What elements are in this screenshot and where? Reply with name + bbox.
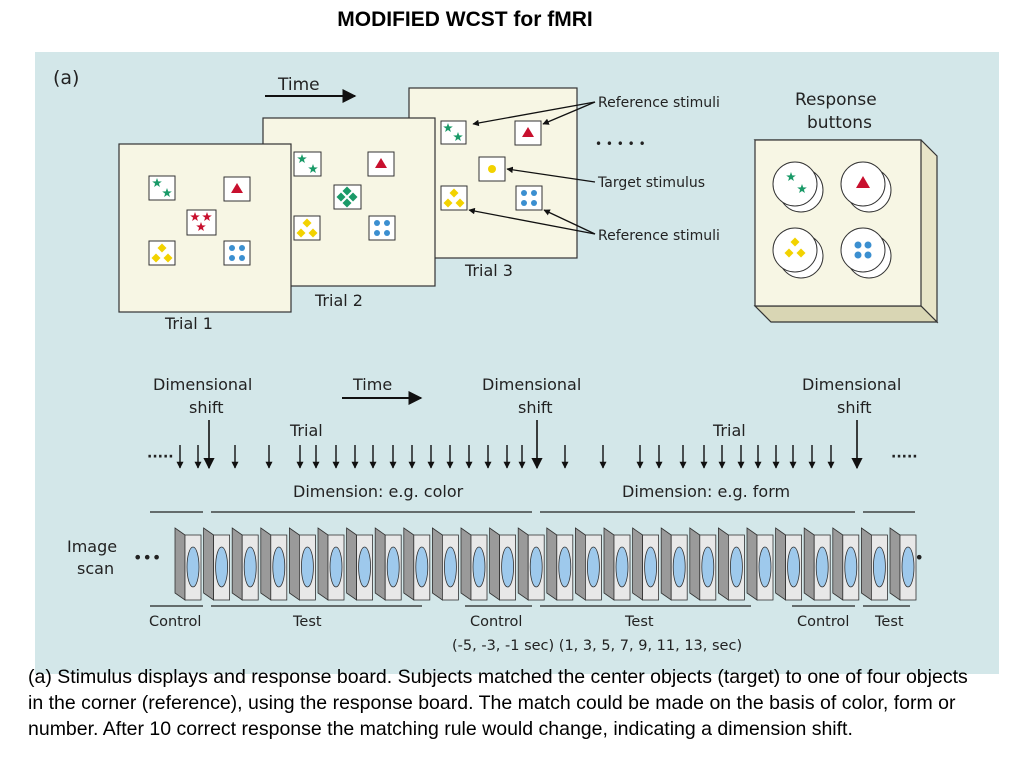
scan-frame bbox=[832, 527, 860, 601]
scan-frame bbox=[889, 527, 917, 601]
phase-control-2: Control bbox=[470, 614, 522, 630]
trial-3-diamond-card bbox=[440, 185, 468, 211]
scan-frame bbox=[489, 527, 517, 601]
caption: (a) Stimulus displays and response board… bbox=[28, 666, 968, 740]
shift-label-1a: Dimensional bbox=[153, 375, 252, 394]
annotation-arrows bbox=[468, 101, 596, 235]
phase-test-2: Test bbox=[624, 614, 654, 630]
scan-frame bbox=[603, 527, 631, 601]
dimension-form-label: Dimension: e.g. form bbox=[622, 482, 790, 501]
trial-1-card bbox=[118, 143, 292, 313]
ellipsis-more-trials: • • • • • bbox=[595, 137, 646, 151]
phase-test-1: Test bbox=[292, 614, 322, 630]
trial-2-diamond-card bbox=[293, 215, 321, 241]
trial-3-dots-card bbox=[515, 185, 543, 211]
annotation-reference-top: Reference stimuli bbox=[598, 95, 720, 111]
phase-test-3: Test bbox=[874, 614, 904, 630]
trial-1-diamond-card bbox=[148, 240, 176, 266]
scan-frame bbox=[317, 527, 345, 601]
trial-label-left: Trial bbox=[289, 421, 323, 440]
trial-2-triangle-card bbox=[367, 151, 395, 177]
scan-frame bbox=[431, 527, 459, 601]
timeline-dots-left: ····· bbox=[147, 449, 174, 465]
shift-label-1b: shift bbox=[189, 398, 224, 417]
scan-frame bbox=[546, 527, 574, 601]
shift-label-3a: Dimensional bbox=[802, 375, 901, 394]
trial-label-right: Trial bbox=[712, 421, 746, 440]
scan-frames bbox=[174, 527, 917, 601]
scan-frame bbox=[632, 527, 659, 601]
response-button-stars[interactable] bbox=[772, 161, 824, 213]
scan-frame bbox=[718, 527, 745, 601]
time-label-top: Time bbox=[277, 75, 320, 95]
scan-frame bbox=[660, 527, 688, 601]
response-button-triangle[interactable] bbox=[840, 161, 892, 213]
annotation-reference-bottom: Reference stimuli bbox=[598, 228, 720, 244]
wcst-diagram: (a) Time Trial 3 bbox=[35, 52, 999, 674]
page-title: MODIFIED WCST for fMRI bbox=[337, 8, 593, 31]
response-button-dots[interactable] bbox=[840, 227, 892, 279]
scan-frame bbox=[575, 527, 602, 601]
trial-1-star-card bbox=[148, 175, 176, 201]
time-label-timeline: Time bbox=[352, 375, 392, 394]
shift-label-2b: shift bbox=[518, 398, 553, 417]
scan-frame bbox=[517, 527, 545, 601]
scan-frame bbox=[374, 527, 402, 601]
shift-label-3b: shift bbox=[837, 398, 872, 417]
trial-1-label: Trial 1 bbox=[164, 314, 213, 333]
scan-frame bbox=[403, 527, 431, 601]
scan-frame bbox=[689, 527, 717, 601]
phase-control-3: Control bbox=[797, 614, 849, 630]
scan-frame bbox=[260, 527, 288, 601]
dimension-color-label: Dimension: e.g. color bbox=[293, 482, 464, 501]
scan-frame bbox=[288, 527, 316, 601]
trial-2-label: Trial 2 bbox=[314, 291, 363, 310]
scan-frame bbox=[775, 527, 802, 601]
image-scan-label-1: Image bbox=[67, 537, 117, 556]
trial-1-triangle-card bbox=[223, 176, 251, 202]
image-scan-label-2: scan bbox=[77, 559, 114, 578]
trial-3-triangle-card bbox=[514, 120, 542, 146]
trial-3-label: Trial 3 bbox=[464, 261, 513, 280]
scan-frame bbox=[861, 527, 888, 601]
trial-2-target-diamonds bbox=[333, 184, 362, 210]
trial-tick-arrows bbox=[176, 445, 835, 469]
trial-3-card bbox=[408, 87, 578, 259]
scan-frame bbox=[803, 527, 831, 601]
annotation-target: Target stimulus bbox=[597, 175, 705, 191]
scan-frame bbox=[203, 527, 231, 601]
scan-dots-left: ••• bbox=[133, 548, 161, 567]
scan-frame bbox=[174, 527, 202, 601]
trial-2-card bbox=[262, 117, 436, 287]
response-title-2: buttons bbox=[807, 113, 872, 133]
trial-1-dots-card bbox=[223, 240, 251, 266]
scan-frame bbox=[746, 527, 774, 601]
trial-2-dots-card bbox=[368, 215, 396, 241]
trial-1-target-stars bbox=[186, 209, 217, 236]
phase-timing: (-5, -3, -1 sec) (1, 3, 5, 7, 9, 11, 13,… bbox=[452, 638, 742, 654]
timeline-dots-right: ····· bbox=[891, 449, 918, 465]
response-title-1: Response bbox=[795, 90, 877, 110]
scan-frame bbox=[460, 527, 488, 601]
response-button-diamonds[interactable] bbox=[772, 227, 824, 279]
phase-control-1: Control bbox=[149, 614, 201, 630]
shift-arrows bbox=[203, 420, 863, 470]
trial-2-star-card bbox=[293, 151, 322, 177]
trial-3-target-circle bbox=[478, 156, 506, 182]
trial-3-star-card bbox=[440, 120, 467, 145]
shift-label-2a: Dimensional bbox=[482, 375, 581, 394]
scan-frame bbox=[346, 527, 374, 601]
panel-label: (a) bbox=[53, 67, 79, 89]
scan-frame bbox=[231, 527, 259, 601]
